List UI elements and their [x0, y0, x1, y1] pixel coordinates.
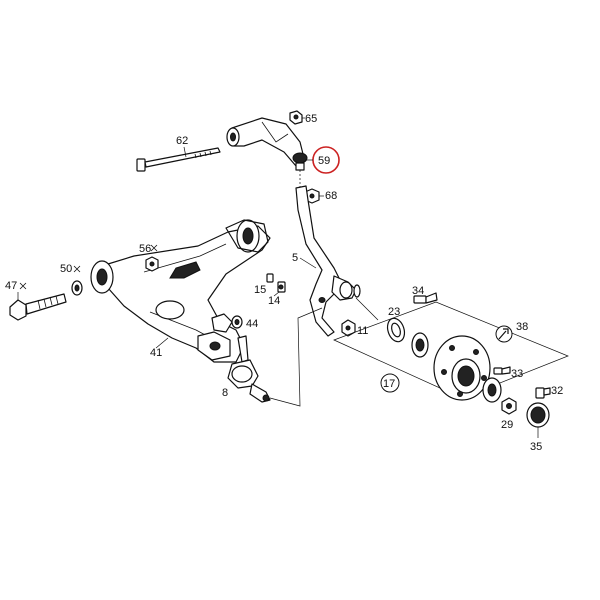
label-29[interactable]: 29 [501, 419, 513, 431]
label-44[interactable]: 44 [246, 318, 258, 330]
label-68[interactable]: 68 [325, 190, 337, 202]
label-33[interactable]: 33 [511, 368, 523, 380]
label-32[interactable]: 32 [551, 385, 563, 397]
cap-35[interactable] [526, 402, 550, 428]
nut-50[interactable] [71, 280, 83, 296]
label-8[interactable]: 8 [222, 387, 228, 399]
leader-14 [273, 291, 280, 297]
label-14[interactable]: 14 [268, 295, 280, 307]
label-41[interactable]: 41 [150, 347, 162, 359]
leader-8-path [269, 307, 323, 407]
label-23[interactable]: 23 [388, 306, 400, 318]
label-62[interactable]: 62 [176, 135, 188, 147]
nut-29[interactable] [501, 397, 517, 415]
ball-joint-8[interactable] [227, 335, 271, 403]
bolt-47[interactable] [9, 293, 67, 321]
torque-marker-56 [150, 244, 158, 252]
bolt-62[interactable] [136, 147, 221, 172]
bolt-33[interactable] [493, 366, 511, 375]
nut-56[interactable] [145, 256, 159, 272]
leader-5 [299, 257, 317, 269]
label-5[interactable]: 5 [292, 252, 298, 264]
label-35[interactable]: 35 [530, 441, 542, 453]
steering-knuckle-5[interactable] [295, 185, 361, 337]
callout-circle-17[interactable] [380, 373, 400, 393]
frame-leader [355, 297, 379, 321]
wheel-hub[interactable] [433, 335, 491, 401]
leader-41 [155, 337, 169, 349]
label-50[interactable]: 50 [60, 263, 72, 275]
label-65[interactable]: 65 [305, 113, 317, 125]
label-56[interactable]: 56 [139, 243, 151, 255]
label-15[interactable]: 15 [254, 284, 266, 296]
bearing-outer[interactable] [482, 377, 502, 403]
label-17[interactable]: 17 [383, 378, 395, 390]
label-38[interactable]: 38 [516, 321, 528, 333]
bolt-44[interactable] [231, 315, 243, 329]
label-34[interactable]: 34 [412, 285, 424, 297]
torque-marker-47 [19, 282, 27, 290]
leader-62 [183, 146, 187, 158]
bolt-34[interactable] [413, 292, 438, 304]
wrench-icon [495, 325, 513, 343]
label-47[interactable]: 47 [5, 280, 17, 292]
upper-control-arm[interactable] [226, 117, 308, 171]
bearing-inner[interactable] [411, 332, 429, 358]
seal-23[interactable] [385, 316, 408, 344]
label-59[interactable]: 59 [318, 155, 330, 167]
nut-11[interactable] [341, 319, 356, 337]
torque-marker-50 [73, 265, 81, 273]
bolt-32[interactable] [535, 387, 551, 399]
nut-65[interactable] [289, 110, 303, 125]
label-11[interactable]: 11 [357, 325, 368, 337]
screw-15[interactable] [266, 273, 286, 293]
hub-assembly-frame [333, 301, 569, 399]
